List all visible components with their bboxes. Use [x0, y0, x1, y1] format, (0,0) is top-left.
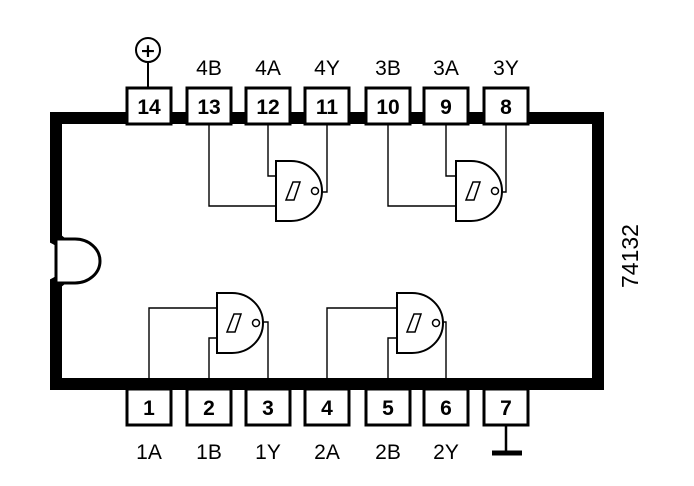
gate-4-schmitt-nand-icon	[208, 124, 328, 222]
pin-box-7	[482, 387, 530, 427]
pin-box-12	[244, 86, 292, 126]
pin-box-11	[303, 86, 351, 126]
ground-icon	[492, 425, 522, 456]
pin-box-6	[422, 387, 470, 427]
pin-label-1b: 1B	[196, 441, 222, 464]
pin-number-11: 11	[316, 96, 339, 119]
pin-label-3b: 3B	[375, 57, 401, 80]
orientation-notch	[54, 237, 102, 285]
gate-1-schmitt-nand-icon	[148, 292, 269, 389]
bottom-pin-row: 1 1A 2 1B 3 1Y 4 2A 5 2B 6 2Y 7	[125, 387, 530, 464]
pin-number-10: 10	[376, 96, 399, 119]
pin-label-2y: 2Y	[433, 441, 459, 464]
pin-number-7: 7	[500, 397, 512, 420]
pin-number-3: 3	[262, 397, 274, 420]
pin-label-4y: 4Y	[314, 57, 340, 80]
vcc-symbol: +	[140, 40, 156, 62]
gate-2-schmitt-nand-icon	[326, 292, 447, 389]
pin-label-3y: 3Y	[493, 57, 519, 80]
pin-label-4b: 4B	[196, 57, 222, 80]
top-pin-row: 14 13 4B 12 4A 11 4Y 10 3B 9 3A 8 3Y	[125, 57, 530, 126]
pin-number-6: 6	[440, 397, 452, 420]
pin-number-1: 1	[143, 397, 155, 420]
pin-number-8: 8	[500, 96, 512, 119]
pin-number-13: 13	[197, 96, 220, 119]
pin-box-8	[482, 86, 530, 126]
pin-label-2b: 2B	[375, 441, 401, 464]
pin-number-14: 14	[137, 96, 161, 119]
pin-number-9: 9	[440, 96, 452, 119]
pin-label-4a: 4A	[255, 57, 281, 80]
pin-number-5: 5	[382, 397, 394, 420]
pin-box-14	[125, 86, 173, 126]
pin-label-1a: 1A	[136, 441, 162, 464]
pin-number-2: 2	[203, 397, 215, 420]
pin-number-4: 4	[321, 397, 333, 420]
pin-label-3a: 3A	[433, 57, 459, 80]
pin-label-2a: 2A	[314, 441, 340, 464]
vcc-power-icon: +	[135, 37, 161, 88]
pin-number-12: 12	[256, 96, 279, 119]
pin-label-1y: 1Y	[255, 441, 281, 464]
gate-3-schmitt-nand-icon	[387, 124, 507, 222]
part-number: 74132	[617, 224, 643, 288]
